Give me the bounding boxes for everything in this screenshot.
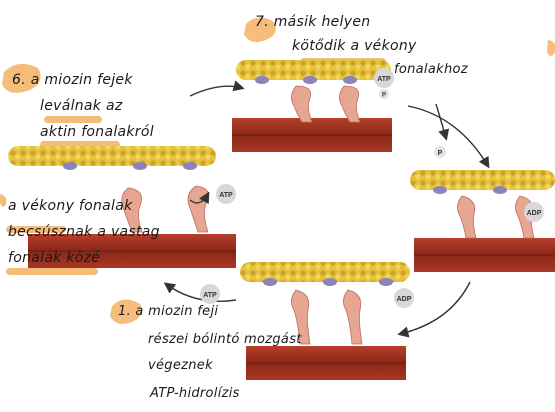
highlight-edge-left: [0, 194, 6, 207]
step7-line1: 7. másik helyen: [255, 14, 370, 30]
arrow-left-to-top: [190, 86, 242, 96]
arrow-top-to-right: [408, 106, 488, 166]
arrow-right-to-bottom: [400, 282, 470, 334]
sarcomere-panel-bottom: [240, 262, 410, 380]
step6-line3: aktin fonalakról: [40, 124, 154, 140]
svg-text:ATP: ATP: [219, 192, 233, 199]
p-label-top: P: [379, 89, 389, 99]
highlight-thin-underline-2: [6, 268, 98, 275]
tropomyosin: [343, 76, 357, 84]
step7-line3: fonalakhoz: [394, 62, 468, 77]
thin-filament: [410, 170, 555, 190]
svg-text:ADP: ADP: [397, 296, 412, 303]
thin-retract-line3: fonalak közé: [8, 250, 100, 266]
adp-label-right: ADP: [524, 202, 544, 222]
thin-retract-line2: becsúsznak a vastag: [8, 224, 160, 240]
step1-line3: végeznek: [148, 358, 213, 373]
thin-filament: [8, 146, 216, 166]
myosin-head: [343, 290, 362, 344]
svg-text:P: P: [438, 150, 443, 157]
tropomyosin: [379, 278, 393, 286]
tropomyosin: [433, 186, 447, 194]
myosin-head: [291, 86, 312, 122]
highlight-step6-underline: [44, 116, 102, 123]
step1-line4: ATP-hidrolízis: [150, 386, 240, 401]
step6-line2: leválnak az: [40, 98, 123, 114]
atp-label-left: ATP: [216, 184, 236, 204]
tropomyosin: [263, 278, 277, 286]
atp-label-top: ATP: [374, 68, 394, 88]
p-label-released: P: [434, 146, 446, 158]
tropomyosin: [303, 76, 317, 84]
adp-label-bottom-right: ADP: [394, 288, 414, 308]
svg-text:ATP: ATP: [377, 76, 391, 83]
step7-line2: kötődik a vékony: [292, 38, 417, 54]
svg-text:ATP: ATP: [203, 292, 217, 299]
tropomyosin: [183, 162, 197, 170]
atp-label-bottom: ATP: [200, 284, 220, 304]
tropomyosin: [63, 162, 77, 170]
step1-line2: részei bólintó mozgást: [148, 332, 302, 347]
myosin-head: [188, 186, 208, 232]
myosin-head: [339, 86, 360, 122]
sarcomere-panel-top: [232, 60, 392, 152]
svg-text:P: P: [382, 93, 386, 99]
svg-text:ADP: ADP: [527, 210, 542, 217]
tropomyosin: [255, 76, 269, 84]
myosin-head: [457, 196, 476, 238]
step6-line1: 6. a miozin fejek: [12, 72, 133, 88]
thin-retract-line1: a vékony fonalak: [8, 198, 133, 214]
highlight-edge-right: [547, 40, 555, 56]
step1-line1: 1. a miozin feji: [118, 304, 218, 319]
tropomyosin: [133, 162, 147, 170]
tropomyosin: [323, 278, 337, 286]
tropomyosin: [493, 186, 507, 194]
